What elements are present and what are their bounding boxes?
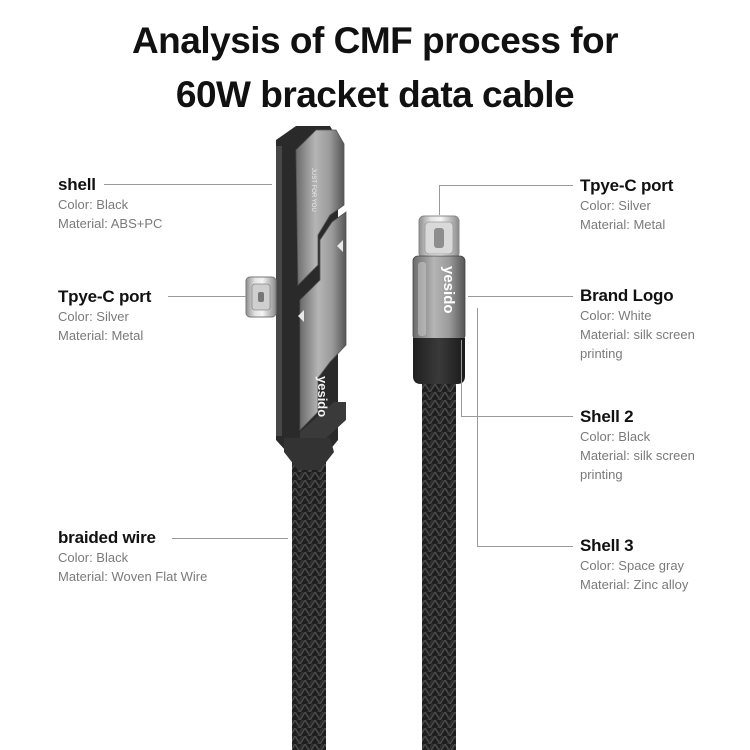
callout-left-port-name: Tpye-C port [58,287,152,306]
page-title-line-2: 60W bracket data cable [175,74,575,115]
callout-left-port-material: Material: Metal [58,328,144,343]
callout-braided-wire: braided wire Color: Black Material: Wove… [58,528,207,586]
callout-shell-3-color: Color: Space gray [580,558,685,573]
callout-right-port: Tpye-C port Color: Silver Material: Meta… [580,176,673,234]
callout-shell-material: Material: ABS+PC [58,216,163,231]
bracket-connector: JUST FOR YOU yesido [245,126,347,750]
callout-shell-3-material: Material: Zinc alloy [580,577,689,592]
callout-shell-3: Shell 3 Color: Space gray Material: Zinc… [580,536,688,594]
leader-line-left-port [168,296,246,297]
callout-left-port: Tpye-C port Color: Silver Material: Meta… [58,287,151,345]
callout-right-port-material: Material: Metal [580,217,666,232]
leader-line-brand-logo [468,296,573,297]
callout-brand-logo-material-2: printing [580,346,623,361]
leader-line-right-port-h [439,185,573,186]
callout-shell-2-material-2: printing [580,467,623,482]
callout-braided-wire-material: Material: Woven Flat Wire [58,569,208,584]
callout-braided-wire-name: braided wire [58,528,156,547]
leader-line-shell2-v [461,340,462,416]
callout-shell-name: shell [58,175,96,194]
straight-connector: yesido [412,215,466,750]
bracket-brand-logo: yesido [315,376,330,417]
right-brand-logo: yesido [440,266,457,314]
leader-line-shell3-h [477,546,573,547]
callout-right-port-name: Tpye-C port [580,176,674,195]
callout-brand-logo-color: Color: White [580,308,652,323]
callout-shell: shell Color: Black Material: ABS+PC [58,175,162,233]
callout-brand-logo-material: Material: silk screen [580,327,695,342]
callout-right-port-color: Color: Silver [580,198,651,213]
callout-shell-2: Shell 2 Color: Black Material: silk scre… [580,407,695,484]
leader-line-shell [104,184,272,185]
leader-line-braided-wire [172,538,288,539]
callout-shell-2-name: Shell 2 [580,407,634,426]
bracket-print-text: JUST FOR YOU [310,168,316,212]
right-braided-wire [422,380,456,750]
page-title-line-1: Analysis of CMF process for [131,20,619,61]
leader-line-shell2-h [461,416,573,417]
callout-brand-logo-name: Brand Logo [580,286,674,305]
left-braided-wire [292,458,326,750]
callout-shell-2-color: Color: Black [580,429,651,444]
callout-shell-color: Color: Black [58,197,129,212]
callout-brand-logo: Brand Logo Color: White Material: silk s… [580,286,695,363]
shell-2-black [413,338,465,384]
leader-line-right-port-v [439,185,440,215]
callout-left-port-color: Color: Silver [58,309,129,324]
callout-braided-wire-color: Color: Black [58,550,129,565]
leader-line-shell3-v [477,308,478,546]
callout-shell-3-name: Shell 3 [580,536,634,555]
callout-shell-2-material: Material: silk screen [580,448,695,463]
